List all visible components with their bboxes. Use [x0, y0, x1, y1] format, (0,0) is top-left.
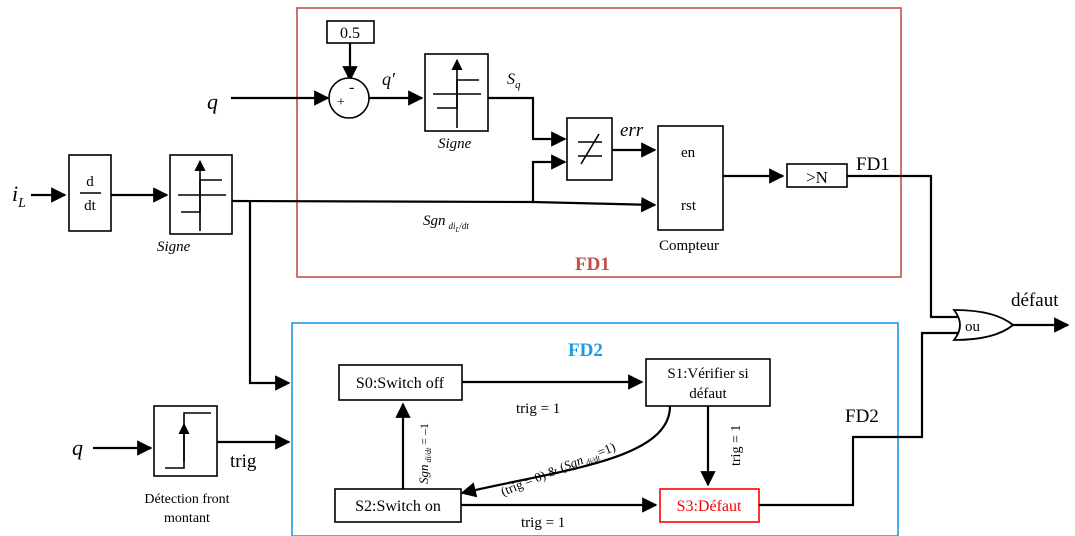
fd1-output-label: FD1	[856, 154, 890, 175]
counter-label: Compteur	[659, 238, 719, 254]
compare-label: >N	[806, 168, 828, 187]
fd1-frame	[296, 7, 902, 278]
state-s2-label: S2:Switch on	[355, 498, 441, 515]
sum-plus-sign: +	[337, 95, 345, 110]
transition-s1-s2-label: (trig = 0) & (Sgndi/dt=1)	[499, 439, 619, 501]
q-prime-label: q′	[382, 69, 396, 89]
derivative-numerator: d	[86, 174, 94, 190]
fd1-title: FD1	[575, 254, 610, 275]
compare-block: >N	[786, 163, 848, 188]
state-s0-label: S0:Switch off	[356, 375, 445, 392]
state-s3: S3:Défaut	[659, 488, 760, 523]
state-s1-label-1: S1:Vérifier si	[667, 366, 748, 382]
edge-detector-block	[153, 405, 218, 477]
counter-block: en rst	[657, 125, 724, 231]
sign-label-left: Signe	[157, 239, 191, 255]
sign-block-left	[169, 154, 233, 235]
derivative-denominator: dt	[84, 198, 97, 214]
counter-rst-label: rst	[681, 198, 697, 214]
or-gate-label: ou	[965, 319, 981, 335]
transition-s2-s0-label: Sgndi/dt = –1	[416, 423, 433, 484]
state-s1: S1:Vérifier si défaut	[645, 358, 771, 407]
counter-en-label: en	[681, 145, 696, 161]
sum-block: + -	[328, 77, 370, 119]
state-s2: S2:Switch on	[334, 488, 462, 523]
derivative-block: d dt	[68, 154, 112, 232]
trig-label: trig	[230, 451, 257, 472]
state-s3-label: S3:Défaut	[677, 498, 742, 515]
fd2-title: FD2	[568, 340, 603, 361]
or-gate: ou	[952, 309, 1015, 341]
state-s1-label-2: défaut	[689, 386, 727, 402]
state-s0: S0:Switch off	[338, 364, 463, 401]
constant-value: 0.5	[340, 25, 360, 42]
edge-detector-label-2: montant	[164, 511, 210, 526]
transition-s2-s3-label: trig = 1	[521, 515, 565, 531]
not-equal-block	[566, 117, 613, 181]
transition-s1-s3-label: trig = 1	[729, 425, 744, 466]
edge-detector-label-1: Détection front	[144, 492, 229, 507]
sq-label: Sq	[507, 71, 521, 91]
err-label: err	[620, 120, 644, 141]
sign-block-top	[424, 53, 489, 132]
q-bottom-input-label: q	[72, 435, 83, 460]
fd2-output-label: FD2	[845, 406, 879, 427]
transition-s0-s1-label: trig = 1	[516, 401, 560, 417]
q-input-label: q	[207, 89, 218, 114]
sign-label-top: Signe	[438, 136, 472, 152]
il-input-label: iL	[12, 181, 26, 211]
fd2-frame	[291, 322, 899, 536]
sum-minus-sign: -	[349, 79, 354, 96]
output-label: défaut	[1011, 290, 1059, 311]
constant-block: 0.5	[326, 20, 375, 44]
